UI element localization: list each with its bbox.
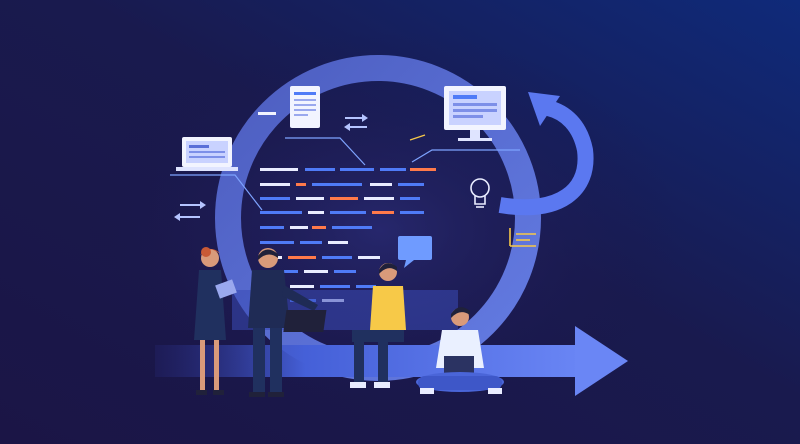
monitor-icon — [444, 86, 506, 141]
person-man-suit — [248, 248, 318, 397]
person-man-crosslegged-laptop — [416, 307, 504, 394]
person-man-yellow-laptop — [283, 263, 406, 388]
laptop-icon — [176, 137, 238, 171]
document-icon — [258, 86, 320, 128]
background-glow — [80, 30, 680, 430]
arrows-icon — [174, 114, 368, 221]
loop-arrow — [498, 92, 594, 216]
speech-bubble-icon — [398, 236, 432, 268]
bar-chart-icon — [509, 228, 536, 247]
person-woman-tablet — [194, 247, 237, 395]
lightbulb-icon — [470, 178, 490, 208]
forward-arrow — [155, 326, 628, 396]
connector-lines — [170, 134, 520, 211]
